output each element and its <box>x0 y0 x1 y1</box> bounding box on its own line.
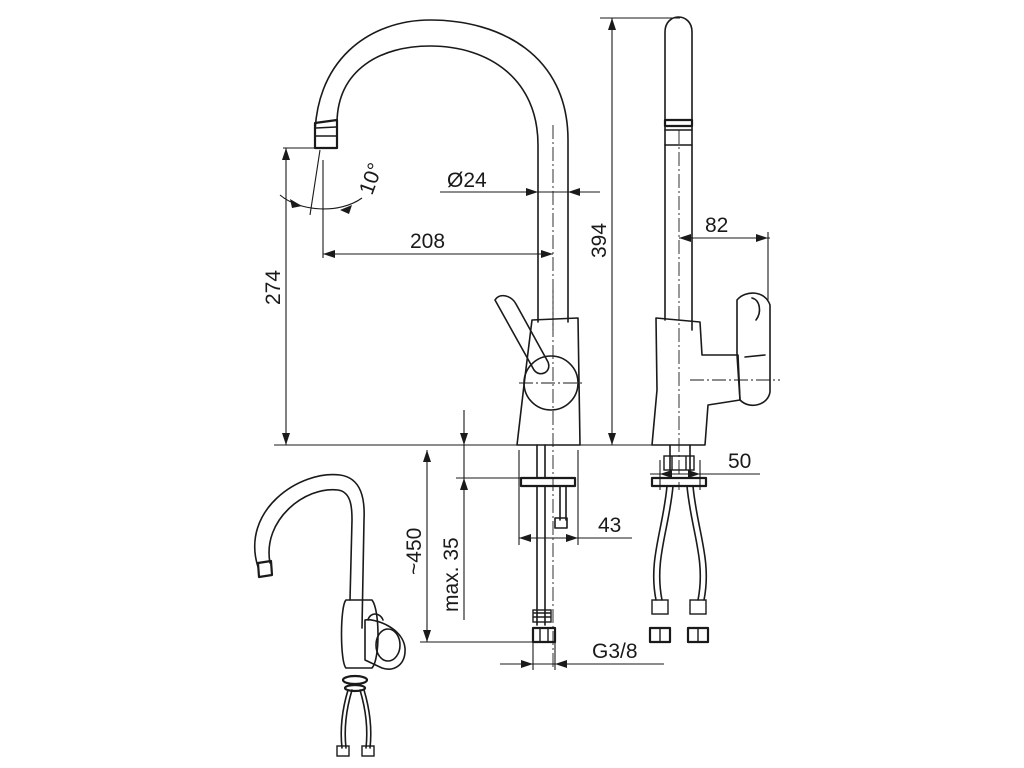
front-dimensions: 10° Ø24 208 274 max. 35 ~450 <box>262 147 664 670</box>
body-width-label: 50 <box>728 450 751 473</box>
max-deck-label: max. 35 <box>440 537 463 612</box>
side-hose-right <box>686 485 708 601</box>
thumb-body <box>340 599 379 669</box>
side-hose-left <box>652 485 674 601</box>
spout-height-label: 274 <box>262 270 285 305</box>
spout-nozzle <box>313 118 339 150</box>
hose-nut <box>531 626 557 644</box>
diameter-label: Ø24 <box>447 169 487 192</box>
side-dimensions: 394 82 50 <box>588 17 770 490</box>
hose-length-label: ~450 <box>403 528 426 575</box>
side-body <box>651 317 741 446</box>
faucet-body <box>516 317 581 446</box>
spout-outer <box>314 19 569 323</box>
perspective-view <box>253 473 406 757</box>
spout-inner <box>336 45 539 323</box>
lever-handle <box>494 294 550 375</box>
total-height-label: 394 <box>588 223 611 258</box>
reach-label: 208 <box>410 230 445 253</box>
thumb-spout-outer <box>253 473 365 629</box>
thread-label: G3/8 <box>592 640 638 663</box>
side-view <box>648 16 780 644</box>
angle-label: 10° <box>355 160 387 198</box>
thumb-spout-inner <box>268 488 353 601</box>
handle-offset-label: 82 <box>705 214 728 237</box>
thumb-handle <box>364 619 406 670</box>
side-lever <box>736 292 771 407</box>
side-spout <box>664 16 693 331</box>
shank-label: 43 <box>598 514 621 537</box>
mounting-shank <box>536 444 546 479</box>
